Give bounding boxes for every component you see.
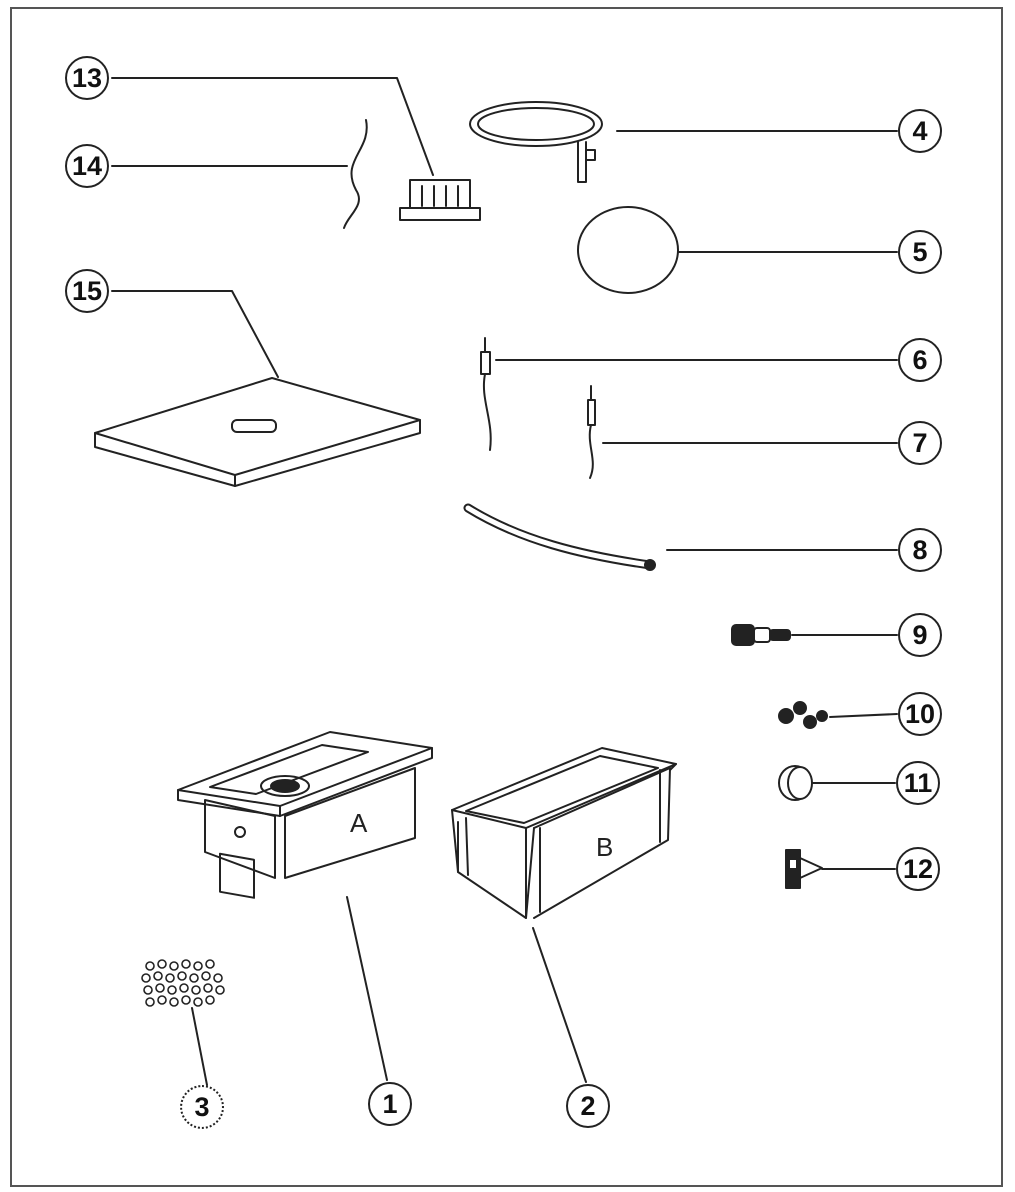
callout-12: 12 [896, 847, 940, 891]
leader-10 [829, 713, 898, 718]
connector-part [731, 624, 791, 646]
burner-ring-part [469, 101, 603, 183]
leader-15 [111, 290, 279, 378]
callout-3: 3 [180, 1085, 224, 1129]
cable-part [343, 119, 368, 229]
hose-part [463, 503, 656, 571]
bracket-part [785, 849, 823, 889]
leader-13 [111, 77, 434, 176]
leader-3 [191, 1007, 208, 1086]
glass-disk-part [577, 206, 679, 294]
callout-1: 1 [368, 1082, 412, 1126]
callout-11: 11 [896, 761, 940, 805]
diagram-frame [10, 7, 1003, 1187]
pin-cable-part [587, 385, 596, 479]
callout-4: 4 [898, 109, 942, 153]
plug-cable-part [480, 337, 492, 451]
callout-8: 8 [898, 528, 942, 572]
callout-2: 2 [566, 1084, 610, 1128]
control-module-part [399, 179, 481, 221]
knob-part [778, 765, 813, 801]
callout-7: 7 [898, 421, 942, 465]
callout-13: 13 [65, 56, 109, 100]
frame-box-part [451, 747, 677, 919]
callout-10: 10 [898, 692, 942, 736]
fasteners-part [141, 959, 225, 1007]
callout-5: 5 [898, 230, 942, 274]
callout-14: 14 [65, 144, 109, 188]
callout-6: 6 [898, 338, 942, 382]
valve-fitting-part [778, 701, 828, 729]
leader-1 [346, 896, 388, 1081]
leader-2 [532, 927, 587, 1083]
burner-box-part [177, 731, 433, 899]
lid-part [94, 377, 421, 487]
leader-lines [111, 77, 898, 1086]
letter-a: A [350, 808, 368, 838]
letter-b: B [596, 832, 614, 862]
callout-9: 9 [898, 613, 942, 657]
callout-15: 15 [65, 269, 109, 313]
